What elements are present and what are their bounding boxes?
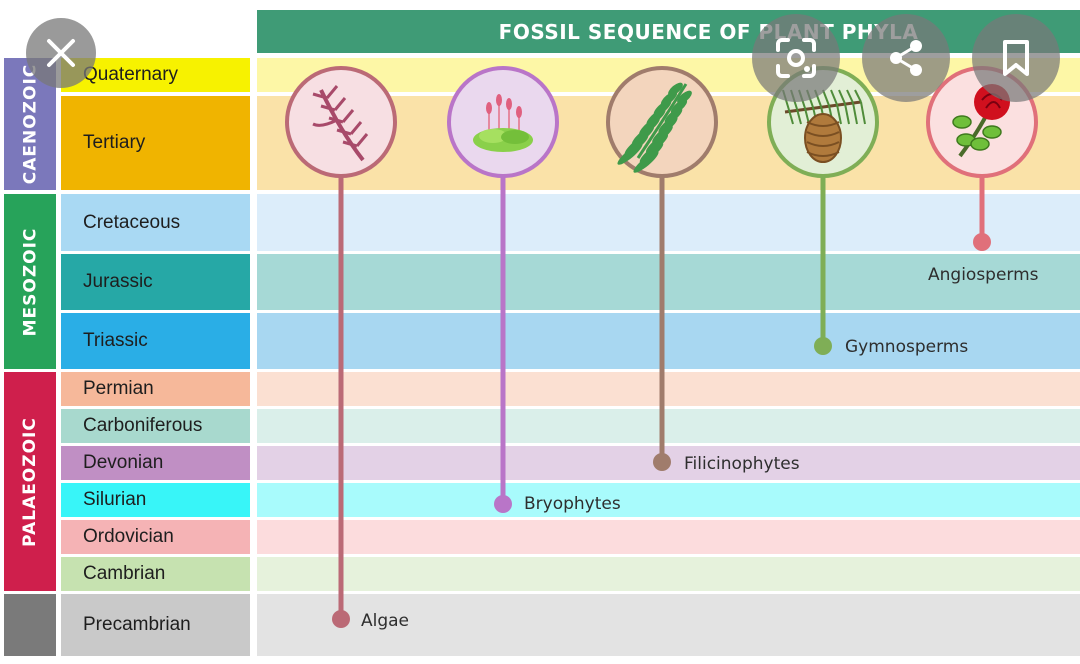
period-triassic: Triassic xyxy=(61,313,250,369)
band-silurian xyxy=(257,483,1080,517)
label-gymnosperms: Gymnosperms xyxy=(845,337,969,357)
lens-icon xyxy=(776,38,816,78)
rose-icon xyxy=(952,84,1010,158)
period-silurian: Silurian xyxy=(61,483,250,517)
label-algae: Algae xyxy=(361,611,410,631)
bookmark-icon xyxy=(1003,40,1029,76)
era-label: PALAEOZOIC xyxy=(20,416,41,547)
period-permian: Permian xyxy=(61,372,250,406)
period-tertiary: Tertiary xyxy=(61,96,250,190)
band-jurassic xyxy=(257,254,1080,310)
period-precambrian: Precambrian xyxy=(61,594,250,656)
period-jurassic: Jurassic xyxy=(61,254,250,310)
moss-icon xyxy=(473,94,533,152)
band-ordovician xyxy=(257,520,1080,554)
era-precambrian xyxy=(4,594,56,656)
endpoint-algae xyxy=(332,610,350,628)
close-icon xyxy=(47,39,75,67)
endpoint-angiosperms xyxy=(973,233,991,251)
band-cambrian xyxy=(257,557,1080,591)
era-mesozoic: MESOZOIC xyxy=(4,194,56,369)
share-icon xyxy=(890,40,922,76)
era-label: MESOZOIC xyxy=(20,227,40,336)
share-button[interactable] xyxy=(862,14,950,102)
fern-icon xyxy=(617,82,692,173)
period-devonian: Devonian xyxy=(61,446,250,480)
era-label: CAENOZOIC xyxy=(20,63,41,185)
endpoint-gymnosperms xyxy=(814,337,832,355)
label-bryophytes: Bryophytes xyxy=(524,494,621,514)
bookmark-button[interactable] xyxy=(972,14,1060,102)
endpoint-bryophytes xyxy=(494,495,512,513)
period-carboniferous: Carboniferous xyxy=(61,409,250,443)
period-cambrian: Cambrian xyxy=(61,557,250,591)
period-cretaceous: Cretaceous xyxy=(61,194,250,251)
period-ordovician: Ordovician xyxy=(61,520,250,554)
lens-button[interactable] xyxy=(752,14,840,102)
band-cretaceous xyxy=(257,194,1080,251)
seaweed-icon xyxy=(312,85,369,162)
band-triassic xyxy=(257,313,1080,369)
label-angiosperms: Angiosperms xyxy=(928,265,1039,285)
endpoint-filicinophytes xyxy=(653,453,671,471)
label-filicinophytes: Filicinophytes xyxy=(684,454,800,474)
icon-circle-bryophytes xyxy=(447,66,559,178)
era-palaeozoic: PALAEOZOIC xyxy=(4,372,56,591)
band-precambrian xyxy=(257,594,1080,656)
band-carboniferous xyxy=(257,409,1080,443)
band-permian xyxy=(257,372,1080,406)
close-button[interactable] xyxy=(26,18,96,88)
